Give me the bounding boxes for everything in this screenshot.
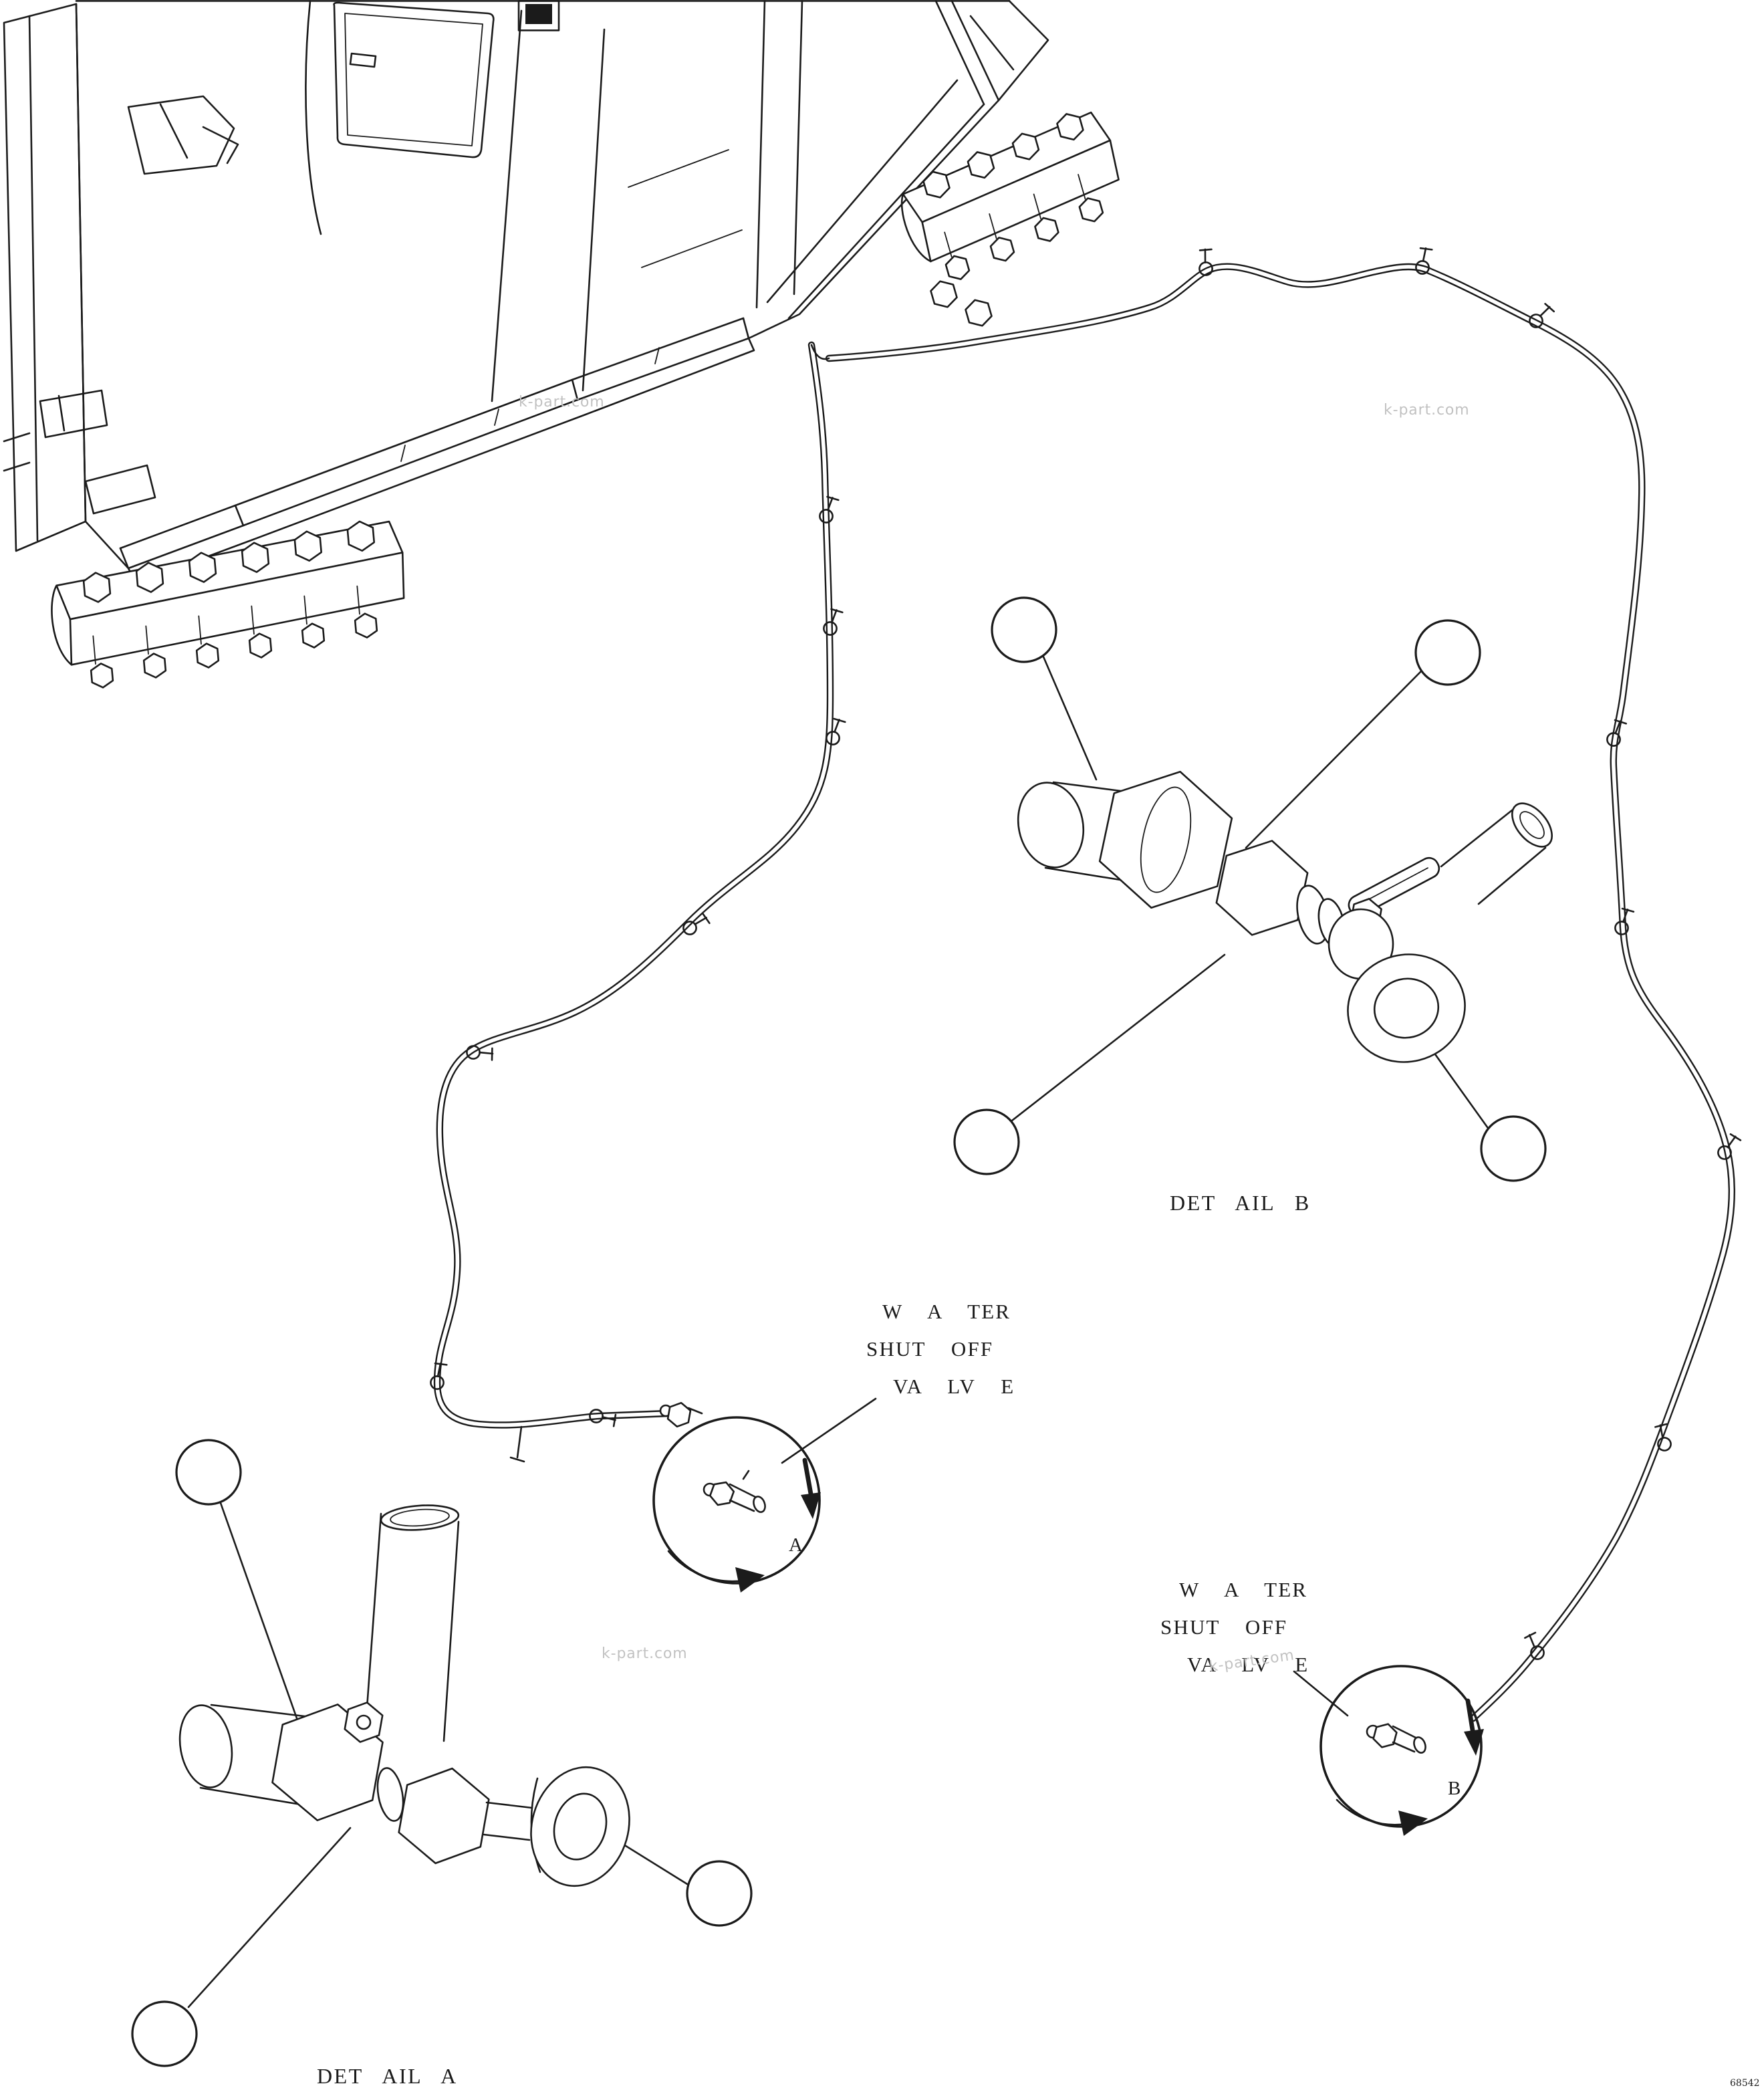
shutoff-valve-a-in-situ	[659, 1400, 703, 1429]
detail-a-assembly	[178, 1502, 688, 2008]
callout-circle	[686, 1860, 753, 1927]
watermark-text: k-part.com	[519, 394, 605, 411]
detail-view-b: B	[1293, 1665, 1484, 1836]
callout-circle	[175, 1439, 242, 1506]
watermark-text: k-part.com	[602, 1645, 688, 1662]
callout-circle	[953, 1109, 1020, 1175]
water-shutoff-label-right-line1: W A TER	[1179, 1578, 1307, 1601]
machine-cab-drawing	[3, 0, 1120, 689]
detail-b-assembly	[1011, 654, 1553, 1131]
detail-b-callouts	[953, 596, 1547, 1182]
callout-circle	[991, 596, 1057, 663]
detail-b-title: DET AIL B	[1170, 1191, 1311, 1215]
detail-a-callouts	[131, 1439, 753, 2067]
detail-b-letter: B	[1448, 1778, 1462, 1799]
water-shutoff-label-left-line3: VA LV E	[893, 1375, 1015, 1398]
hose-right	[810, 263, 1736, 1722]
water-shutoff-label-left-line1: W A TER	[882, 1300, 1011, 1323]
right-mount-plate	[900, 110, 1120, 283]
detail-a-title: DET AIL A	[317, 2064, 458, 2088]
callout-circle	[1414, 619, 1481, 686]
text-labels: DET AIL B DET AIL A W A TER SHUT OFF VA …	[317, 1191, 1760, 2089]
callout-circle	[131, 2000, 198, 2067]
water-shutoff-label-right-line2: SHUT OFF	[1160, 1615, 1287, 1639]
callout-circle	[1480, 1115, 1547, 1182]
detail-a-letter: A	[789, 1534, 803, 1556]
sheet-number: 68542	[1730, 2078, 1760, 2089]
detail-view-a: A	[652, 1397, 877, 1593]
water-shutoff-label-right-line3: VA LV E	[1187, 1653, 1309, 1676]
watermark-text: k-part.com	[1384, 402, 1470, 419]
water-shutoff-label-left-line2: SHUT OFF	[866, 1337, 993, 1361]
hose-clamps	[428, 245, 1743, 1663]
left-mount-plate	[51, 519, 405, 689]
hose-left	[433, 341, 834, 1463]
watermarks: k-part.com k-part.com k-part.com k-part.…	[519, 394, 1470, 1675]
